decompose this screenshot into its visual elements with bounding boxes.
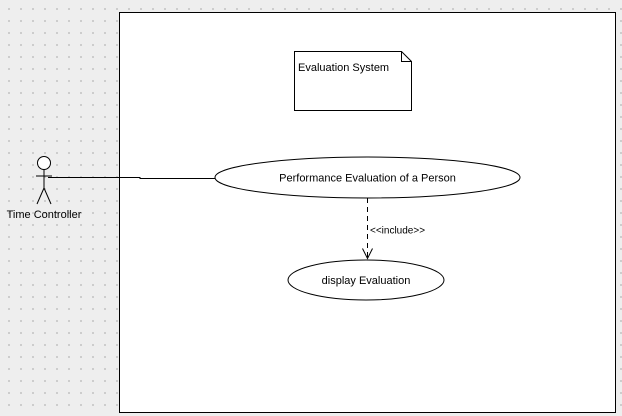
stick-figure-icon — [36, 156, 52, 205]
actor-time-controller[interactable]: Time Controller — [7, 156, 82, 222]
use-case-performance-evaluation[interactable]: Performance Evaluation of a Person — [214, 156, 521, 199]
use-case-label: display Evaluation — [322, 275, 411, 287]
actor-label: Time Controller — [7, 209, 82, 221]
use-case-label: Performance Evaluation of a Person — [279, 173, 456, 185]
association-line[interactable] — [48, 177, 215, 179]
include-stereotype-label: <<include>> — [370, 226, 425, 237]
system-note-label: Evaluation System — [298, 62, 389, 74]
use-case-display-evaluation[interactable]: display Evaluation — [287, 259, 445, 301]
system-note[interactable]: Evaluation System — [294, 51, 412, 111]
